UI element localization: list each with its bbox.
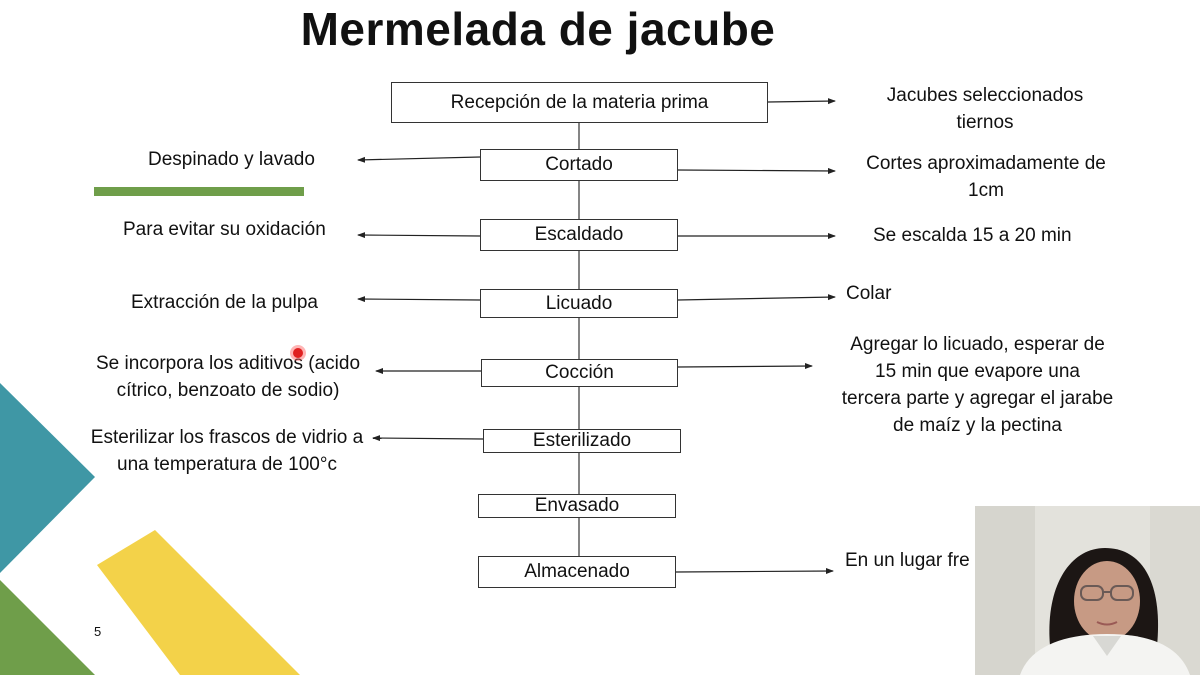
left-note-coccion: Se incorpora los aditivos (acido cítrico… [76, 350, 380, 404]
step-licuado: Licuado [480, 289, 678, 318]
step-label: Envasado [535, 495, 620, 517]
step-label: Cortado [545, 154, 613, 176]
teal-triangle [0, 383, 95, 573]
step-esterilizado: Esterilizado [483, 429, 681, 453]
step-recepcion: Recepción de la materia prima [391, 82, 768, 123]
webcam-presenter-image [975, 506, 1200, 675]
step-label: Recepción de la materia prima [451, 92, 709, 114]
note-line: de maíz y la pectina [815, 412, 1140, 439]
note-line: tercera parte y agregar el jarabe [815, 385, 1140, 412]
presenter-illustration [975, 506, 1200, 675]
right-note-almacenado: En un lugar fre [845, 547, 970, 574]
step-cortado: Cortado [480, 149, 678, 181]
step-envasado: Envasado [478, 494, 676, 518]
step-label: Esterilizado [533, 430, 631, 452]
green-triangle [0, 580, 95, 675]
step-coccion: Cocción [481, 359, 678, 387]
right-note-recepcion: Jacubes seleccionados tiernos [860, 82, 1110, 136]
yellow-parallelogram [97, 530, 300, 675]
note-line: una temperatura de 100°c [72, 451, 382, 478]
step-label: Cocción [545, 362, 614, 384]
right-note-licuado: Colar [846, 280, 891, 307]
step-label: Escaldado [535, 224, 624, 246]
right-note-escaldado: Se escalda 15 a 20 min [873, 222, 1072, 249]
left-note-escaldado: Para evitar su oxidación [123, 216, 326, 243]
left-note-cortado: Despinado y lavado [148, 146, 315, 173]
note-line: Esterilizar los frascos de vidrio a [72, 424, 382, 451]
left-note-esterilizado: Esterilizar los frascos de vidrio a una … [72, 424, 382, 478]
page-number: 5 [94, 624, 101, 639]
cursor-highlight-icon [293, 348, 303, 358]
note-line: 1cm [846, 177, 1126, 204]
note-line: cítrico, benzoato de sodio) [76, 377, 380, 404]
step-label: Almacenado [524, 561, 630, 583]
right-note-coccion: Agregar lo licuado, esperar de 15 min qu… [815, 331, 1140, 439]
note-line: Se incorpora los aditivos (acido [76, 350, 380, 377]
note-line: tiernos [860, 109, 1110, 136]
note-line: Agregar lo licuado, esperar de [815, 331, 1140, 358]
step-almacenado: Almacenado [478, 556, 676, 588]
step-escaldado: Escaldado [480, 219, 678, 251]
left-note-licuado: Extracción de la pulpa [131, 289, 318, 316]
note-line: 15 min que evapore una [815, 358, 1140, 385]
note-line: Cortes aproximadamente de [846, 150, 1126, 177]
step-label: Licuado [546, 293, 613, 315]
right-note-cortado: Cortes aproximadamente de 1cm [846, 150, 1126, 204]
green-accent-bar [94, 187, 304, 196]
slide-title: Mermelada de jacube [238, 2, 838, 56]
note-line: Jacubes seleccionados [860, 82, 1110, 109]
